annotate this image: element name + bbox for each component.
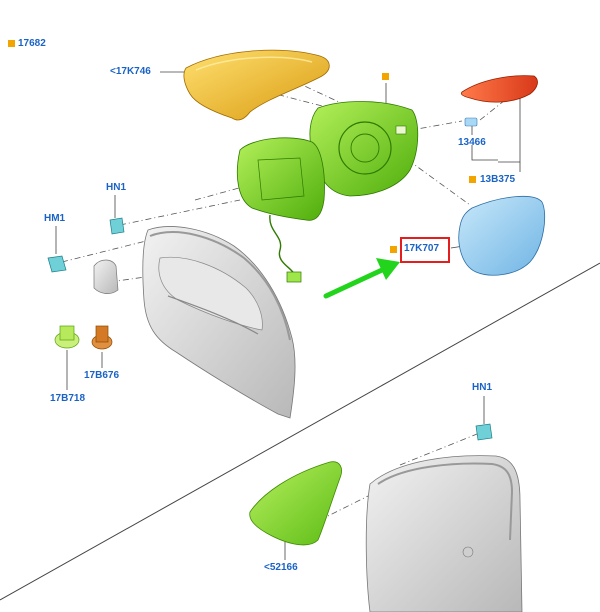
door-armrest [167,295,259,335]
hn1-clip-part[interactable] [109,217,125,235]
hm1-nut-part[interactable] [47,255,67,273]
marker-13b375 [469,176,476,183]
wiring-connector [286,271,302,283]
label-52166[interactable]: <52166 [264,562,298,573]
housing-connector [395,125,407,135]
clip-13466-part[interactable] [464,117,478,127]
mirror-motor-ring-inner [350,133,380,163]
label-17b676[interactable]: 17B676 [84,370,120,381]
hn1-clip-bottom-part[interactable] [475,423,493,441]
grommet-17b718-part[interactable] [54,325,80,349]
mirror-motor-ring [338,121,392,175]
label-17k707[interactable]: 17K707 [404,243,440,254]
sail-trim-part[interactable] [249,461,342,546]
mirror-seal-part[interactable] [93,259,119,294]
grommet-17b676-part[interactable] [91,325,113,350]
label-17682[interactable]: 17682 [18,38,46,49]
label-17k746[interactable]: <17K746 [110,66,151,77]
label-hn1-bottom[interactable]: HN1 [472,382,493,393]
door-trim-panel [158,256,263,331]
mirror-cover-rim [195,56,313,71]
marker-housing [382,73,389,80]
pointer-arrow [323,258,400,299]
rear-door-window-frame [377,462,514,541]
section-divider-line [0,262,600,601]
mirror-housing-part[interactable] [309,101,419,197]
label-hm1[interactable]: HM1 [44,213,66,224]
mirror-base-part[interactable] [236,137,325,221]
label-hn1-top[interactable]: HN1 [106,182,127,193]
marker-17k707 [390,246,397,253]
mirror-wiring [269,214,295,275]
marker-17682 [8,40,15,47]
label-17b718[interactable]: 17B718 [50,393,86,404]
turn-indicator-part[interactable] [460,75,538,103]
door-window-frame [149,231,291,341]
rear-door-handle [462,546,474,558]
mirror-cover-part[interactable] [183,49,330,121]
highlight-box-17k707 [400,237,450,263]
label-13b375[interactable]: 13B375 [480,174,516,185]
rear-door-part[interactable] [365,455,523,612]
mirror-base-detail [257,157,305,201]
label-13466[interactable]: 13466 [458,137,486,148]
front-door-part[interactable] [142,226,296,419]
mirror-glass-part[interactable] [458,196,546,276]
